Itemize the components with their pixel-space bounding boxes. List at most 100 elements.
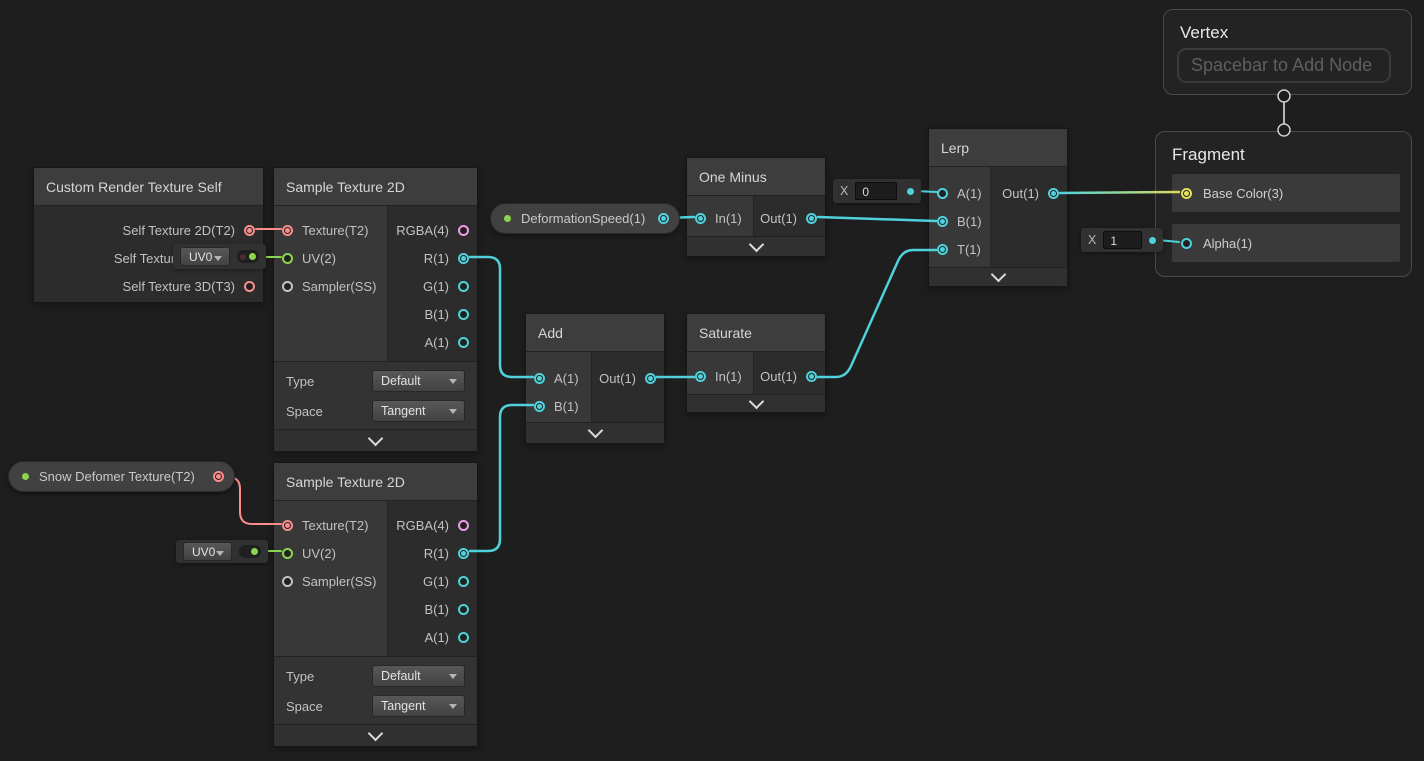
- port-label: Out(1): [760, 368, 797, 384]
- uv-connector-dot[interactable]: [251, 548, 258, 555]
- fragment-alpha-slot[interactable]: Alpha(1): [1172, 224, 1400, 262]
- port-in[interactable]: [695, 370, 706, 382]
- property-pill-deformation-speed[interactable]: DeformationSpeed(1): [490, 203, 680, 234]
- port-label: A(1): [554, 370, 579, 386]
- wire-sample-top-r-to-add-a[interactable]: [468, 255, 535, 379]
- port-r-output[interactable]: [458, 547, 469, 559]
- port-t[interactable]: [937, 243, 948, 255]
- control-label: Type: [286, 373, 315, 389]
- fragment-base-color-slot[interactable]: Base Color(3): [1172, 174, 1400, 212]
- port-label: B(1): [957, 213, 982, 229]
- port-label: Sampler(SS): [302, 278, 377, 294]
- port-stub[interactable]: [239, 545, 261, 558]
- space-dropdown[interactable]: Tangent: [372, 400, 465, 422]
- value-connector-dot[interactable]: [1149, 236, 1156, 244]
- output-row: Self Texture 3D(T3): [34, 272, 263, 300]
- chevron-down-icon: [748, 393, 764, 409]
- port-alpha[interactable]: [1181, 237, 1192, 249]
- port-label: G(1): [423, 278, 449, 294]
- port-in[interactable]: [695, 212, 706, 224]
- uv-connector-dot[interactable]: [249, 253, 256, 260]
- wire-saturate-to-lerp-t[interactable]: [816, 248, 938, 379]
- port-r-output[interactable]: [458, 252, 469, 264]
- port-deformation-speed-out[interactable]: [658, 213, 669, 224]
- port-b-output[interactable]: [458, 603, 469, 615]
- port-b[interactable]: [534, 400, 545, 412]
- port-label: B(1): [424, 306, 449, 322]
- collapse-button[interactable]: [274, 724, 477, 746]
- uv-channel-dropdown[interactable]: UV0: [183, 542, 233, 561]
- port-label: A(1): [424, 629, 449, 645]
- dropdown-value: Tangent: [381, 699, 426, 713]
- port-out[interactable]: [806, 370, 817, 382]
- dropdown-arrow-icon: [449, 674, 457, 679]
- chevron-down-icon: [748, 236, 764, 252]
- port-label: A(1): [957, 185, 982, 201]
- node-title[interactable]: One Minus: [687, 158, 825, 196]
- port-a-output[interactable]: [458, 336, 469, 348]
- port-label: RGBA(4): [396, 517, 449, 533]
- dropdown-value: Default: [381, 669, 421, 683]
- port-label: In(1): [715, 368, 742, 384]
- node-title: Vertex: [1180, 23, 1229, 42]
- node-title[interactable]: Sample Texture 2D: [274, 463, 477, 501]
- type-dropdown[interactable]: Default: [372, 370, 465, 392]
- port-label: Texture(T2): [302, 517, 369, 533]
- port-self-texture-2d[interactable]: [244, 224, 255, 236]
- collapse-button[interactable]: [274, 429, 477, 451]
- collapse-button[interactable]: [687, 393, 825, 412]
- port-label: UV(2): [302, 545, 336, 561]
- port-g-output[interactable]: [458, 280, 469, 292]
- port-texture-input[interactable]: [282, 224, 293, 236]
- port-a-output[interactable]: [458, 631, 469, 643]
- port-label: R(1): [423, 545, 449, 561]
- node-sample-texture-2d-bottom: Sample Texture 2D Texture(T2) UV(2) Samp…: [273, 462, 478, 747]
- node-title[interactable]: Sample Texture 2D: [274, 168, 477, 206]
- space-dropdown[interactable]: Tangent: [372, 695, 465, 717]
- port-snow-deformer-out[interactable]: [213, 471, 224, 482]
- dropdown-value: Tangent: [381, 404, 426, 418]
- type-dropdown[interactable]: Default: [372, 665, 465, 687]
- port-rgba-output[interactable]: [458, 519, 469, 531]
- lerp-a-value-input[interactable]: 0: [855, 182, 898, 200]
- port-self-texture-3d[interactable]: [244, 280, 255, 292]
- port-rgba-output[interactable]: [458, 224, 469, 236]
- wire-oneminus-to-lerp-b[interactable]: [816, 215, 938, 223]
- port-out[interactable]: [806, 212, 817, 224]
- node-title[interactable]: Add: [526, 314, 664, 352]
- port-texture-input[interactable]: [282, 519, 293, 531]
- node-title[interactable]: Lerp: [929, 129, 1067, 167]
- node-title[interactable]: Custom Render Texture Self: [34, 168, 263, 206]
- port-a[interactable]: [534, 372, 545, 384]
- node-title[interactable]: Saturate: [687, 314, 825, 352]
- port-label: T(1): [957, 241, 981, 257]
- value-connector-dot[interactable]: [907, 187, 914, 195]
- uv-channel-dropdown[interactable]: UV0: [180, 247, 230, 266]
- collapse-button[interactable]: [526, 422, 664, 443]
- port-b[interactable]: [937, 215, 948, 227]
- port-a[interactable]: [937, 187, 948, 199]
- port-uv-input[interactable]: [282, 547, 293, 559]
- slot-label: Base Color(3): [1203, 185, 1284, 201]
- property-pill-snow-deformer-texture[interactable]: Snow Defomer Texture(T2): [8, 461, 235, 492]
- chevron-down-icon: [367, 725, 384, 741]
- x-label: X: [840, 184, 849, 198]
- port-sampler-input[interactable]: [282, 575, 293, 587]
- chevron-down-icon: [587, 422, 603, 439]
- collapse-button[interactable]: [929, 266, 1067, 286]
- wire-sample-bottom-r-to-add-b[interactable]: [468, 403, 535, 553]
- port-g-output[interactable]: [458, 575, 469, 587]
- port-sampler-input[interactable]: [282, 280, 293, 292]
- port-stub[interactable]: [237, 250, 259, 263]
- alpha-value-input[interactable]: 1: [1103, 231, 1142, 249]
- port-label: B(1): [424, 601, 449, 617]
- collapse-button[interactable]: [687, 236, 825, 256]
- port-out[interactable]: [1048, 187, 1059, 199]
- port-base-color[interactable]: [1181, 187, 1192, 199]
- port-out[interactable]: [645, 372, 656, 384]
- add-node-hint: Spacebar to Add Node: [1177, 48, 1391, 83]
- port-b-output[interactable]: [458, 308, 469, 320]
- port-uv-input[interactable]: [282, 252, 293, 264]
- node-add: Add A(1) B(1) Out(1): [525, 313, 665, 444]
